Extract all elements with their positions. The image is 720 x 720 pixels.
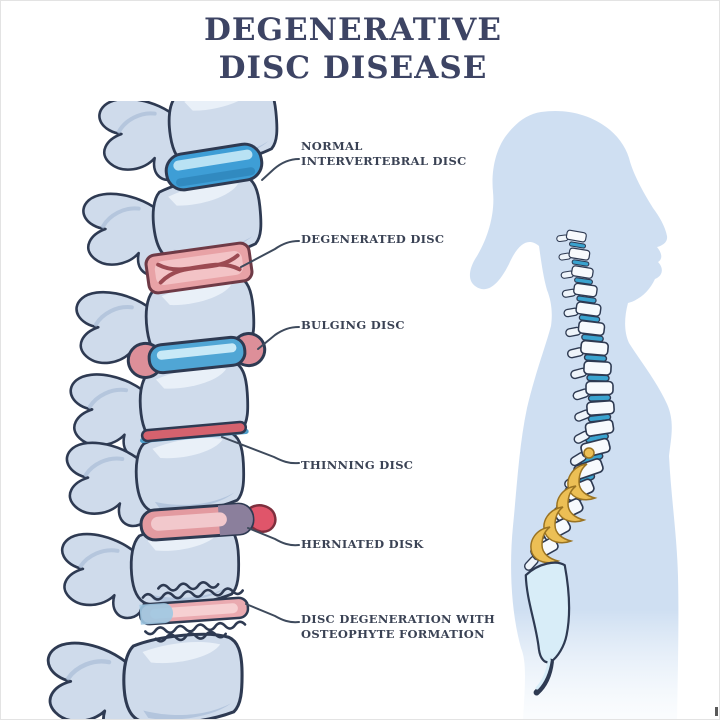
thinning-disc-illustration: [140, 420, 249, 444]
callout-disc-degeneration-osteophyte: DISC DEGENERATION WITH OSTEOPHYTE FORMAT…: [301, 612, 496, 641]
leader-line-herniated-disk: [247, 527, 300, 547]
callout-bulging-disc: BULGING DISC: [301, 318, 405, 332]
leader-line-bulging-disc: [257, 326, 300, 350]
vertebra-segment: [568, 247, 591, 261]
vertebra-segment: [583, 360, 612, 376]
female-silhouette-illustration: [470, 110, 679, 719]
vertebra-segment: [585, 380, 614, 396]
vertebra-segment: [580, 339, 609, 357]
bulging-disc-illustration: [126, 332, 267, 379]
vertebra-segment: [586, 374, 610, 382]
sacrum: [524, 561, 571, 696]
leader-line-osteophyte: [245, 603, 300, 624]
nerve-roots: [530, 447, 598, 564]
callout-thinning-disc: THINNING DISC: [301, 458, 414, 472]
vertebra-segment: [576, 295, 597, 304]
leader-line-degenerated-disc: [240, 240, 300, 268]
osteophyte-disc-illustration: [138, 581, 250, 643]
vertebra-segment: [574, 277, 593, 285]
osteophyte-wavy-lines: [141, 581, 247, 643]
vertebra-segment: [575, 301, 602, 317]
page-title: DEGENERATIVE DISC DISEASE: [1, 11, 705, 87]
nerve-root: [543, 506, 574, 544]
spine-segment-illustration: [6, 101, 316, 720]
degenerated-disc-illustration: [144, 241, 254, 295]
vertebra-segment: [573, 282, 598, 298]
nerve-root: [583, 447, 595, 459]
vertebra-segment: [565, 229, 587, 243]
vertebra-segment: [571, 259, 590, 267]
nerve-root: [556, 485, 587, 523]
nerve-root: [567, 463, 598, 501]
callout-degenerated-disc: DEGENERATED DISC: [301, 232, 445, 246]
coccyx: [533, 658, 554, 696]
vertebra-segment: [584, 418, 615, 437]
silhouette-body: [470, 110, 679, 719]
normal-disc-illustration: [164, 142, 264, 192]
vertebra-segment: [568, 241, 587, 249]
callout-normal-intervertebral-disc: NORMAL INTERVERTEBRAL DISC: [301, 139, 467, 168]
herniated-disc-illustration: [139, 502, 277, 542]
title-line1: DEGENERATIVE: [204, 12, 502, 48]
vertebra-segment: [571, 265, 594, 279]
vertebra-segment: [586, 400, 615, 416]
leader-line-normal-disc: [261, 158, 300, 181]
callout-herniated-disk: HERNIATED DISK: [301, 537, 424, 551]
vertebra-segment: [577, 320, 606, 337]
title-line2: DISC DISEASE: [218, 50, 488, 86]
leader-line-thinning-disc: [221, 436, 300, 465]
corner-mark: [715, 707, 718, 716]
nerve-root: [530, 526, 561, 564]
